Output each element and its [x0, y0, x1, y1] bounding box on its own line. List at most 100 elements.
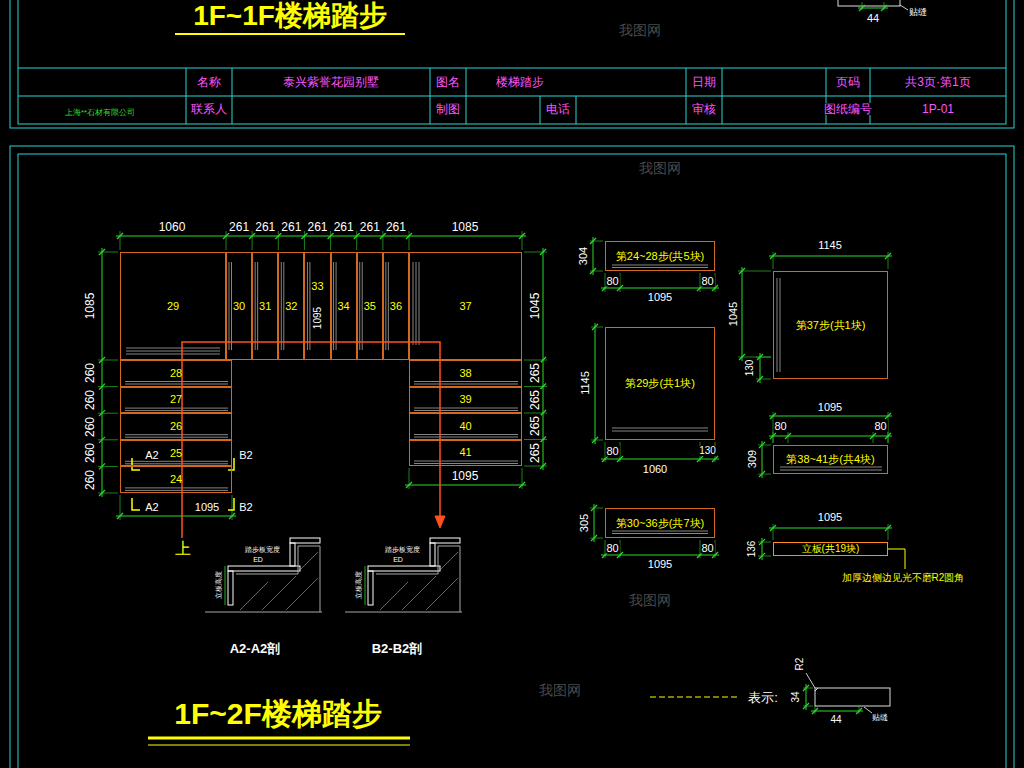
dimension-line	[601, 555, 719, 556]
nosing-line	[414, 463, 518, 464]
table-cell: 日期	[691, 76, 717, 88]
base-line	[205, 612, 322, 613]
table-rule	[466, 68, 467, 124]
table-cell: 楼梯踏步	[495, 76, 545, 88]
table-rule	[870, 68, 871, 124]
nosing-line	[385, 262, 386, 350]
part-label: 立板(共19块)	[802, 544, 860, 554]
table-cell: 联系人	[190, 103, 228, 115]
section-mark	[132, 498, 140, 510]
extension-line	[590, 271, 603, 272]
extension-line	[758, 542, 771, 543]
note-text: 贴缝	[871, 714, 889, 722]
nosing-line	[414, 461, 518, 462]
note-text: 贴缝	[908, 8, 928, 17]
dimension-text: 265	[529, 389, 541, 411]
step-plate: 40	[409, 413, 522, 440]
nosing-line	[612, 428, 708, 429]
step-plate: 32	[278, 252, 304, 360]
drawing-title: 1F~2F楼梯踏步	[173, 699, 383, 729]
dimension-text: 265	[529, 415, 541, 437]
extension-line	[330, 231, 331, 250]
nosing-line	[281, 262, 282, 350]
nosing-line	[780, 278, 781, 372]
drawing-title: 1F~1F楼梯踏步	[192, 2, 388, 30]
nosing-line	[229, 262, 230, 350]
nosing-line	[414, 408, 518, 409]
dimension-line	[742, 267, 743, 361]
step-plate: 28	[120, 360, 232, 387]
nosing-line	[359, 262, 360, 350]
step-number: 32	[285, 301, 297, 312]
step-plate: 29	[120, 252, 226, 360]
step-number: 38	[459, 368, 471, 379]
dimension-line	[365, 566, 366, 605]
nosing-line	[336, 262, 337, 350]
watermark: 我图网	[628, 593, 672, 607]
extension-line	[98, 493, 118, 494]
title-underline	[148, 737, 410, 740]
section-mark	[132, 458, 140, 470]
step-plate: 41	[409, 440, 522, 467]
extension-line	[98, 413, 118, 414]
table-cell: 共3页·第1页	[904, 76, 971, 88]
extension-line	[98, 386, 118, 387]
step-number: 33	[311, 281, 323, 292]
step-plate: 35	[357, 252, 383, 360]
riser-slab	[430, 543, 435, 566]
hatch-line	[380, 582, 408, 610]
leader-line	[864, 707, 872, 713]
nosing-line	[309, 262, 310, 350]
dimension-line	[769, 256, 892, 257]
extension-line	[715, 540, 716, 558]
title-underline	[175, 33, 405, 35]
dimension-text: 261	[254, 221, 276, 233]
edge-profile	[815, 688, 818, 691]
extension-line	[620, 442, 621, 462]
step-plate: 39	[409, 387, 522, 414]
extension-line	[522, 231, 523, 250]
dimension-line	[594, 504, 595, 542]
dimension-text: 260	[84, 389, 96, 411]
sheet-frame	[18, 154, 1006, 768]
dimension-text: 265	[529, 442, 541, 464]
watermark: 我图网	[638, 161, 682, 175]
extension-line	[788, 432, 789, 443]
dimension-line	[225, 566, 226, 605]
section-title: B2-B2剖	[371, 642, 424, 655]
nosing-line	[416, 262, 417, 345]
extension-line	[226, 231, 227, 250]
dimension-line	[601, 288, 719, 289]
table-rule	[232, 68, 233, 124]
nosing-line	[414, 410, 518, 411]
extension-line	[524, 439, 547, 440]
dimension-text: 260	[84, 362, 96, 384]
dimension-text: 1095	[647, 559, 673, 570]
nosing-line	[125, 461, 228, 462]
nosing-line	[414, 434, 518, 435]
dimension-line	[762, 441, 763, 478]
step-number: 40	[459, 421, 471, 432]
hatch-line	[440, 552, 458, 570]
dimension-line	[811, 711, 863, 712]
dimension-text: 80	[605, 543, 619, 554]
dimension-line	[102, 248, 103, 497]
dimension-text: 80	[700, 276, 714, 287]
company-name: 上海**石材有限公司	[64, 109, 136, 117]
nosing-line	[255, 262, 256, 350]
note-text: 加厚边侧边见光不磨R2圆角	[841, 573, 966, 583]
extension-line	[120, 495, 121, 520]
extension-line	[252, 231, 253, 250]
center-line	[650, 697, 740, 698]
step-number: 39	[459, 394, 471, 405]
step-number: 29	[167, 301, 179, 312]
step-plate: 37	[409, 252, 522, 360]
step-number: 35	[364, 301, 376, 312]
dimension-text: 80	[700, 543, 714, 554]
hatch-line	[300, 552, 318, 570]
nosing-line	[612, 431, 708, 432]
section-note: 踏步板宽度	[244, 546, 281, 553]
nosing-line	[413, 262, 414, 345]
riser-slab	[228, 571, 233, 605]
extension-line	[590, 508, 603, 509]
